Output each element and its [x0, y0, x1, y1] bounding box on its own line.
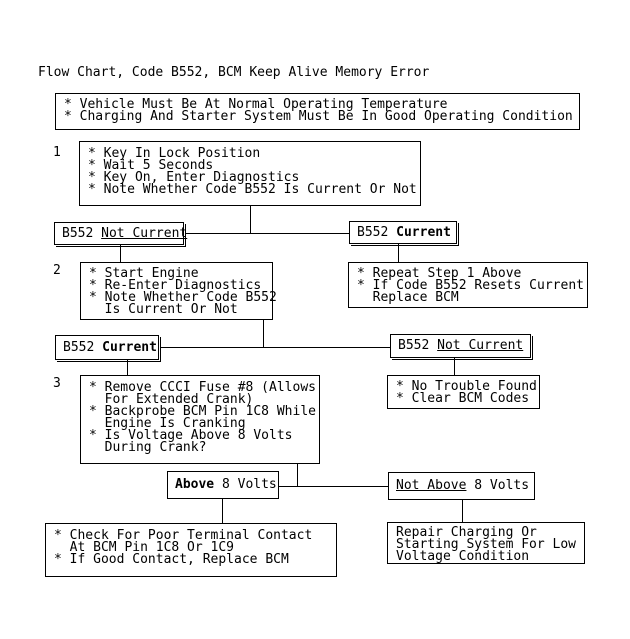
check-contact-box: * Check For Poor Terminal Contact At BCM…	[45, 523, 337, 577]
connector-row2-horizontal	[159, 347, 390, 348]
connector-current1-down	[398, 244, 399, 263]
decision-keyword: Current	[396, 224, 451, 240]
step-3-box: * Remove CCCI Fuse #8 (Allows For Extend…	[80, 375, 320, 464]
connector-not-above-down	[462, 500, 463, 522]
decision-suffix: 8 Volts	[214, 477, 277, 492]
decision-prefix: B552	[398, 338, 438, 353]
decision-row2-b552-not-current: B552 Not Current	[390, 334, 531, 358]
repair-charging-box: Repair Charging Or Starting System For L…	[387, 522, 585, 564]
connector-current2-down	[127, 360, 128, 375]
decision-row1-b552-not-current: B552 Not Current	[54, 222, 188, 245]
decision-suffix: 8 Volts	[466, 478, 530, 493]
decision-keyword: Not Current	[437, 338, 524, 353]
preconditions-box: * Vehicle Must Be At Normal Operating Te…	[55, 93, 580, 130]
step-2-number: 2	[53, 263, 61, 278]
step-2-box: * Start Engine * Re-Enter Diagnostics * …	[80, 262, 277, 320]
step-1-box: * Key In Lock Position * Wait 5 Seconds …	[79, 141, 421, 206]
connector-step1-down	[250, 206, 251, 233]
connector-step2-down	[263, 320, 264, 347]
decision-keyword: Current	[102, 339, 157, 355]
page-title: Flow Chart, Code B552, BCM Keep Alive Me…	[38, 65, 430, 80]
decision-keyword: Above	[175, 477, 215, 492]
decision-prefix: B552	[357, 224, 397, 240]
decision-above-8-volts: Above 8 Volts	[167, 471, 279, 499]
decision-keyword: Not Current	[101, 225, 188, 241]
connector-row3-horizontal	[279, 486, 388, 487]
decision-keyword: Not Above	[396, 478, 467, 493]
decision-not-above-8-volts: Not Above 8 Volts	[388, 472, 535, 500]
decision-prefix: B552	[63, 339, 103, 355]
step-1-number: 1	[53, 145, 61, 160]
step-3-number: 3	[53, 376, 61, 391]
decision-prefix: B552	[62, 225, 102, 241]
no-trouble-box: * No Trouble Found * Clear BCM Codes	[387, 375, 540, 409]
connector-not-current2-down	[454, 358, 455, 375]
connector-above-down	[222, 499, 223, 523]
decision-row1-b552-current: B552 Current	[349, 221, 457, 244]
decision-row2-b552-current: B552 Current	[55, 335, 159, 360]
connector-not-current1-down	[120, 245, 121, 263]
connector-step3-down	[297, 464, 298, 486]
repeat-step-box: * Repeat Step 1 Above * If Code B552 Res…	[348, 262, 588, 308]
connector-row1-horizontal	[184, 233, 350, 234]
